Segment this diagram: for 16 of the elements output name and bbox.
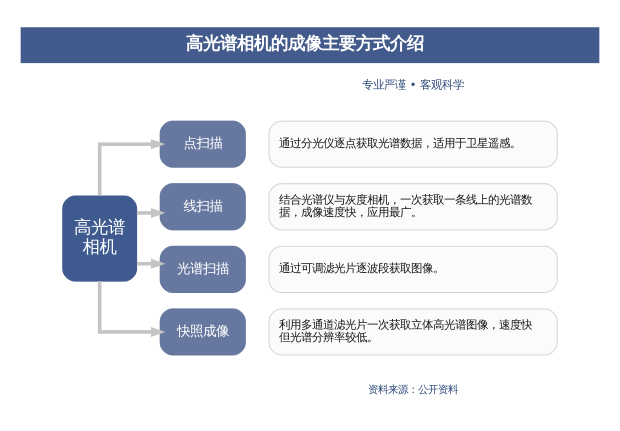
node-box: 通过可调滤光片逐波段获取图像。 — [268, 245, 558, 292]
node-box: 结合光谱仪与灰度相机，一次获取一条线上的光谱数据，成像速度快，应用最广。 — [268, 182, 558, 230]
node-box: 快照成像 — [160, 308, 246, 356]
label: 专业严谨 • 客观科学 — [362, 78, 464, 92]
node-box: 高光谱相机 — [62, 194, 138, 282]
node-box: 线扫描 — [160, 182, 246, 230]
arrow — [98, 138, 166, 196]
node-box: 通过分光仪逐点获取光谱数据，适用于卫星遥感。 — [268, 120, 558, 168]
label: 资料来源：公开资料 — [368, 383, 458, 396]
diagram-title: 高光谱相机的成像主要方式介绍 — [186, 33, 424, 54]
arrow — [136, 258, 166, 268]
arrow — [98, 280, 166, 336]
node-box: 点扫描 — [160, 120, 246, 168]
node-box: 利用多通道滤光片一次获取立体高光谱图像，速度快但光谱分辨率较低。 — [268, 308, 558, 356]
arrow — [136, 207, 166, 218]
node-box: 光谱扫描 — [160, 245, 246, 292]
